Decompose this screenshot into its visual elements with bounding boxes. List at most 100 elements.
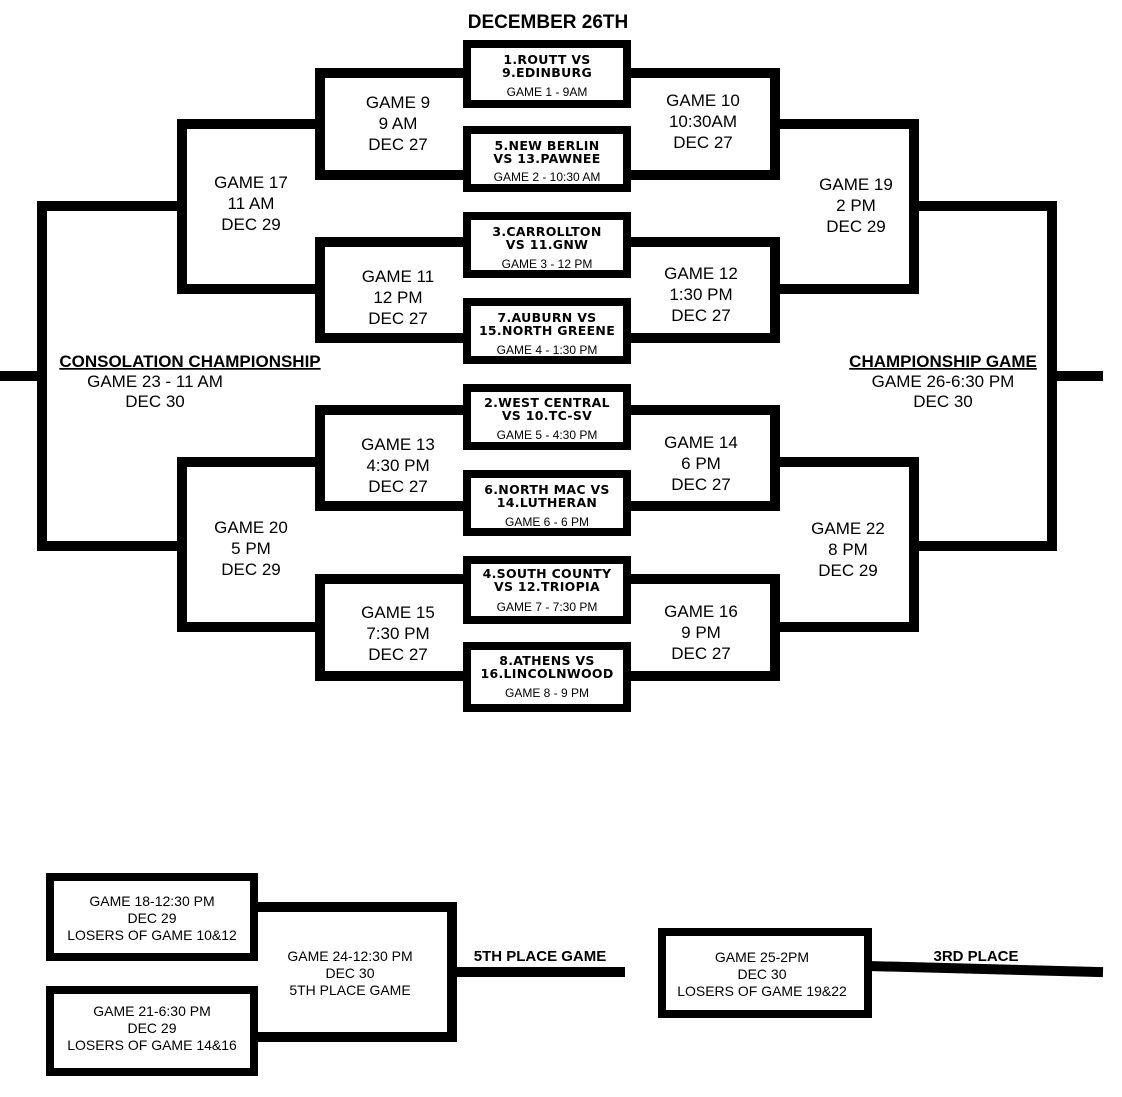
consolation-time: GAME 23 - 11 AM	[87, 372, 223, 391]
game-24-label: GAME 24-12:30 PM DEC 30 5TH PLACE GAME	[287, 948, 412, 998]
game-date: DEC 27	[368, 645, 428, 664]
team-line-1: 3.CARROLLTON	[492, 224, 601, 239]
first-round-game-7: 4.SOUTH COUNTY VS 12.TRIOPIA GAME 7 - 7:…	[463, 556, 631, 624]
team-line-1: 5.NEW BERLIN	[495, 138, 600, 153]
game-time: GAME 1 - 9AM	[507, 85, 588, 99]
first-round-game-1: 1.ROUTT VS 9.EDINBURG GAME 1 - 9AM	[463, 40, 631, 108]
game-number: GAME 24-12:30 PM	[287, 948, 412, 964]
game-date: DEC 30	[325, 965, 374, 981]
game-box	[463, 556, 631, 624]
consolation-championship: CONSOLATION CHAMPIONSHIP GAME 23 - 11 AM…	[59, 352, 320, 411]
game-time: 8 PM	[828, 540, 868, 559]
game-time: GAME 5 - 4:30 PM	[497, 428, 598, 442]
championship-date: DEC 30	[913, 392, 973, 411]
game-date: DEC 27	[671, 475, 731, 494]
first-round-game-2: 5.NEW BERLIN VS 13.PAWNEE GAME 2 - 10:30…	[463, 126, 631, 192]
game-time: 11 AM	[228, 194, 275, 213]
game-box	[46, 873, 258, 961]
game-number: GAME 20	[214, 518, 288, 537]
game-21-box: GAME 21-6:30 PM DEC 29 LOSERS OF GAME 14…	[46, 986, 258, 1076]
team-line-2: 15.NORTH GREENE	[479, 323, 615, 338]
game-note: LOSERS OF GAME 19&22	[677, 983, 847, 999]
team-line-1: 7.AUBURN VS	[498, 310, 597, 325]
game-22-label: GAME 22 8 PM DEC 29	[811, 519, 885, 580]
game-18-box: GAME 18-12:30 PM DEC 29 LOSERS OF GAME 1…	[46, 873, 258, 961]
game-date: DEC 27	[368, 477, 428, 496]
game-box	[463, 212, 631, 278]
game-date: DEC 27	[671, 644, 731, 663]
bracket-title: DECEMBER 26TH	[468, 12, 628, 33]
game-time: GAME 8 - 9 PM	[505, 686, 589, 700]
game-time: 12 PM	[373, 288, 422, 307]
team-line-2: 14.LUTHERAN	[497, 495, 597, 510]
game-time: 6 PM	[681, 454, 721, 473]
game-9-label: GAME 9 9 AM DEC 27	[366, 93, 430, 154]
game-number: GAME 15	[361, 603, 435, 622]
game-17-label: GAME 17 11 AM DEC 29	[214, 173, 288, 234]
game-number: GAME 9	[366, 93, 430, 112]
game-box	[463, 642, 631, 712]
game-box	[658, 928, 872, 1018]
championship-title: CHAMPIONSHIP GAME	[849, 352, 1037, 371]
game-number: GAME 25-2PM	[715, 949, 809, 965]
bracket-lines	[0, 68, 1104, 1042]
game-box	[463, 384, 631, 450]
team-line-2: VS 10.TC-SV	[502, 408, 592, 423]
game-note: LOSERS OF GAME 14&16	[67, 1037, 237, 1053]
game-10-label: GAME 10 10:30AM DEC 27	[666, 91, 740, 152]
game-time: GAME 4 - 1:30 PM	[497, 343, 598, 357]
game-note: LOSERS OF GAME 10&12	[67, 927, 237, 943]
game-11-label: GAME 11 12 PM DEC 27	[362, 267, 434, 328]
game-date: DEC 29	[221, 560, 281, 579]
team-line-2: 16.LINCOLNWOOD	[480, 666, 613, 681]
game-box	[46, 986, 258, 1076]
game-19-label: GAME 19 2 PM DEC 29	[819, 175, 893, 236]
team-line-1: 2.WEST CENTRAL	[484, 395, 610, 410]
game-time: 1:30 PM	[669, 285, 732, 304]
team-line-1: 1.ROUTT VS	[503, 52, 590, 67]
game-date: DEC 29	[127, 1020, 176, 1036]
game-time: GAME 3 - 12 PM	[502, 257, 593, 271]
first-round-game-4: 7.AUBURN VS 15.NORTH GREENE GAME 4 - 1:3…	[463, 298, 631, 364]
game-time: 2 PM	[836, 196, 876, 215]
game-time: 7:30 PM	[366, 624, 429, 643]
game-12-label: GAME 12 1:30 PM DEC 27	[664, 264, 738, 325]
first-round-game-3: 3.CARROLLTON VS 11.GNW GAME 3 - 12 PM	[463, 212, 631, 278]
game-box	[463, 40, 631, 108]
game-number: GAME 10	[666, 91, 740, 110]
game-number: GAME 19	[819, 175, 893, 194]
team-line-1: 4.SOUTH COUNTY	[483, 566, 612, 581]
game-note: 5TH PLACE GAME	[289, 982, 410, 998]
game-number: GAME 22	[811, 519, 885, 538]
game-number: GAME 13	[361, 435, 435, 454]
game-time: GAME 2 - 10:30 AM	[494, 170, 601, 184]
game-date: DEC 27	[368, 309, 428, 328]
game-25-box: GAME 25-2PM DEC 30 LOSERS OF GAME 19&22	[658, 928, 872, 1018]
fifth-place-label: 5TH PLACE GAME	[474, 948, 607, 965]
championship-time: GAME 26-6:30 PM	[872, 372, 1015, 391]
first-round-game-6: 6.NORTH MAC VS 14.LUTHERAN GAME 6 - 6 PM	[463, 470, 631, 536]
game-date: DEC 29	[818, 561, 878, 580]
game-number: GAME 18-12:30 PM	[89, 893, 214, 909]
game-date: DEC 29	[826, 217, 886, 236]
game-time: GAME 7 - 7:30 PM	[497, 600, 598, 614]
game-time: 9 AM	[379, 114, 418, 133]
team-line-1: 8.ATHENS VS	[499, 653, 594, 668]
game-number: GAME 21-6:30 PM	[93, 1003, 211, 1019]
championship-game: CHAMPIONSHIP GAME GAME 26-6:30 PM DEC 30	[849, 352, 1037, 411]
first-round-game-8: 8.ATHENS VS 16.LINCOLNWOOD GAME 8 - 9 PM	[463, 642, 631, 712]
consolation-title: CONSOLATION CHAMPIONSHIP	[59, 352, 320, 371]
game-number: GAME 11	[362, 267, 434, 286]
team-line-1: 6.NORTH MAC VS	[484, 482, 609, 497]
game-date: DEC 30	[737, 966, 786, 982]
game-20-label: GAME 20 5 PM DEC 29	[214, 518, 288, 579]
game-number: GAME 14	[664, 433, 738, 452]
team-line-2: VS 11.GNW	[506, 237, 588, 252]
game-date: DEC 29	[221, 215, 281, 234]
game-16-label: GAME 16 9 PM DEC 27	[664, 602, 738, 663]
third-place-line	[862, 960, 1104, 978]
game-date: DEC 29	[127, 910, 176, 926]
game-number: GAME 16	[664, 602, 738, 621]
team-line-2: VS 13.PAWNEE	[493, 151, 600, 166]
